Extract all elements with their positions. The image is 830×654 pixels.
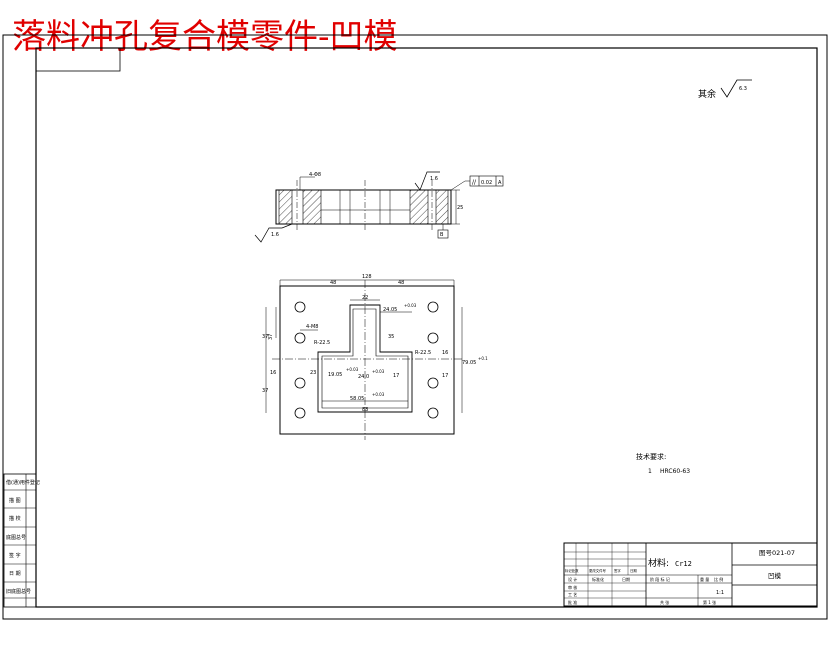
- corner-box: [35, 47, 121, 72]
- inner-vert-dim: 35: [388, 334, 394, 340]
- side-label: 描 图: [9, 497, 21, 504]
- side-label: 旧底图总号: [6, 588, 31, 595]
- section-hatch: [435, 189, 449, 225]
- inner-left-dim: 19.05: [328, 372, 342, 378]
- std-label: 标准化: [592, 576, 604, 582]
- section-hatch: [302, 189, 322, 225]
- drawing-number: 图号021-07: [759, 549, 795, 557]
- hole-icon: [294, 407, 306, 419]
- hole-icon: [294, 301, 306, 313]
- roughness-symbol-icon: [254, 223, 293, 243]
- weight-ratio-label: 比 例: [714, 576, 723, 582]
- radius-right: R-22.5: [415, 350, 431, 356]
- half-left-dim: 48: [330, 280, 336, 286]
- row-label: 更改文件号: [589, 568, 607, 573]
- right-vert-main: 79.05: [462, 360, 476, 366]
- tolerance-value: 0.02: [481, 180, 492, 186]
- row-label: 标记处数: [565, 568, 579, 573]
- bottom-outer-dim: 88: [362, 407, 368, 413]
- side-strip: 借(通)用件登记 描 图 描 校 底图总号 签 字 日 期 旧底图总号: [3, 473, 40, 608]
- section-outline: [275, 189, 452, 225]
- right-vert-dim: 17: [442, 373, 448, 379]
- section-hatch: [278, 189, 293, 225]
- side-label: 签 字: [9, 552, 21, 559]
- hole-icon: [427, 332, 439, 344]
- notes-heading: 技术要求:: [636, 452, 666, 461]
- mounting-holes: [294, 301, 439, 419]
- technical-notes: 技术要求: 1 HRC60-63: [636, 452, 690, 475]
- inner-right-small: 17: [393, 373, 399, 379]
- roughness-other: 其余 6.3: [698, 79, 752, 100]
- inner-mid-dim: 24.0: [358, 374, 369, 380]
- left-vert-dim: 37: [262, 334, 268, 340]
- slot-right-dim: 24.05: [383, 307, 397, 313]
- title-block: 标记处数 更改文件号 签字 日期 设 计 标准化 日期 审 核 工 艺 批 准 …: [563, 542, 818, 607]
- row-label: 日期: [630, 568, 637, 573]
- roughness-symbol-icon: [414, 171, 440, 191]
- row-label: 签字: [614, 568, 621, 573]
- scale-value: 1:1: [716, 590, 724, 596]
- slot-top-dim: 22: [362, 295, 368, 301]
- sheet-label: 第 1 张: [703, 599, 716, 605]
- side-label: 借(通)用件登记: [6, 479, 40, 486]
- roughness-side-value: 1.6: [271, 232, 279, 238]
- inner-frame: [35, 47, 818, 608]
- section-hatch: [409, 189, 429, 225]
- right-vert-dim: 16: [442, 350, 448, 356]
- inner-left-tol: +0.03: [346, 367, 359, 372]
- approve-label: 批 准: [568, 599, 577, 605]
- material-value: Cr12: [675, 560, 692, 568]
- notes-item-num: 1: [648, 468, 652, 475]
- section-view: 4-Φ8 1.6 1.6 25 // 0.02 A B: [254, 171, 504, 243]
- roughness-seat-value: 1.6: [430, 176, 438, 182]
- bottom-inner-tol: +0.03: [372, 392, 385, 397]
- notes-item-text: HRC60-63: [660, 468, 690, 475]
- roughness-symbol-icon: [720, 79, 752, 98]
- drawing-title: 落料冲孔复合模零件-凹模: [12, 17, 398, 57]
- roughness-other-label: 其余: [698, 88, 716, 100]
- hole-icon: [427, 301, 439, 313]
- hole-icon: [427, 407, 439, 419]
- left-vert-dim: 37: [262, 388, 268, 394]
- datum-box: [437, 229, 449, 239]
- outer-frame: [2, 34, 828, 620]
- die-opening-inner: [321, 308, 409, 409]
- check-label: 审 核: [568, 584, 577, 590]
- slot-right-tol: +0.03: [404, 303, 417, 308]
- tolerance-datum: A: [498, 180, 502, 186]
- half-right-dim: 48: [398, 280, 404, 286]
- radius-left: R-22.5: [314, 340, 330, 346]
- section-height-dim: 25: [457, 205, 463, 211]
- left-vert-dim: 16: [270, 370, 276, 376]
- inner-small-left: 23: [310, 370, 316, 376]
- total-label: 共 张: [660, 599, 669, 605]
- hole-callout: 4-M8: [306, 324, 318, 330]
- side-label: 描 校: [9, 515, 21, 522]
- plan-view: 128 48 48 22 24.05 +0.03 4-M8 37 37 16 3…: [262, 274, 488, 440]
- weight-ratio-label: 重 量: [700, 576, 709, 582]
- part-name: 凹模: [768, 571, 782, 580]
- parallel-icon: //: [472, 179, 477, 186]
- hole-icon: [294, 377, 306, 389]
- side-label: 日 期: [9, 571, 21, 577]
- date-label: 日期: [622, 576, 630, 582]
- material-label: 材料:: [648, 557, 669, 569]
- side-label: 底图总号: [6, 534, 26, 541]
- design-label: 设 计: [568, 576, 577, 582]
- bottom-inner-dim: 58.05: [350, 396, 364, 402]
- hole-icon: [294, 332, 306, 344]
- section-hole-label: 4-Φ8: [309, 172, 321, 178]
- plate-width-dim: 128: [362, 274, 372, 280]
- stage-label: 阶 段 标 记: [650, 576, 670, 582]
- right-vert-tol: +0.1: [478, 356, 488, 361]
- left-vert-dim: 37: [268, 334, 274, 340]
- roughness-other-value: 6.3: [739, 86, 747, 92]
- craft-label: 工 艺: [568, 592, 577, 597]
- datum-box-label: B: [440, 232, 444, 238]
- inner-mid-tol: +0.03: [372, 369, 385, 374]
- hole-icon: [427, 377, 439, 389]
